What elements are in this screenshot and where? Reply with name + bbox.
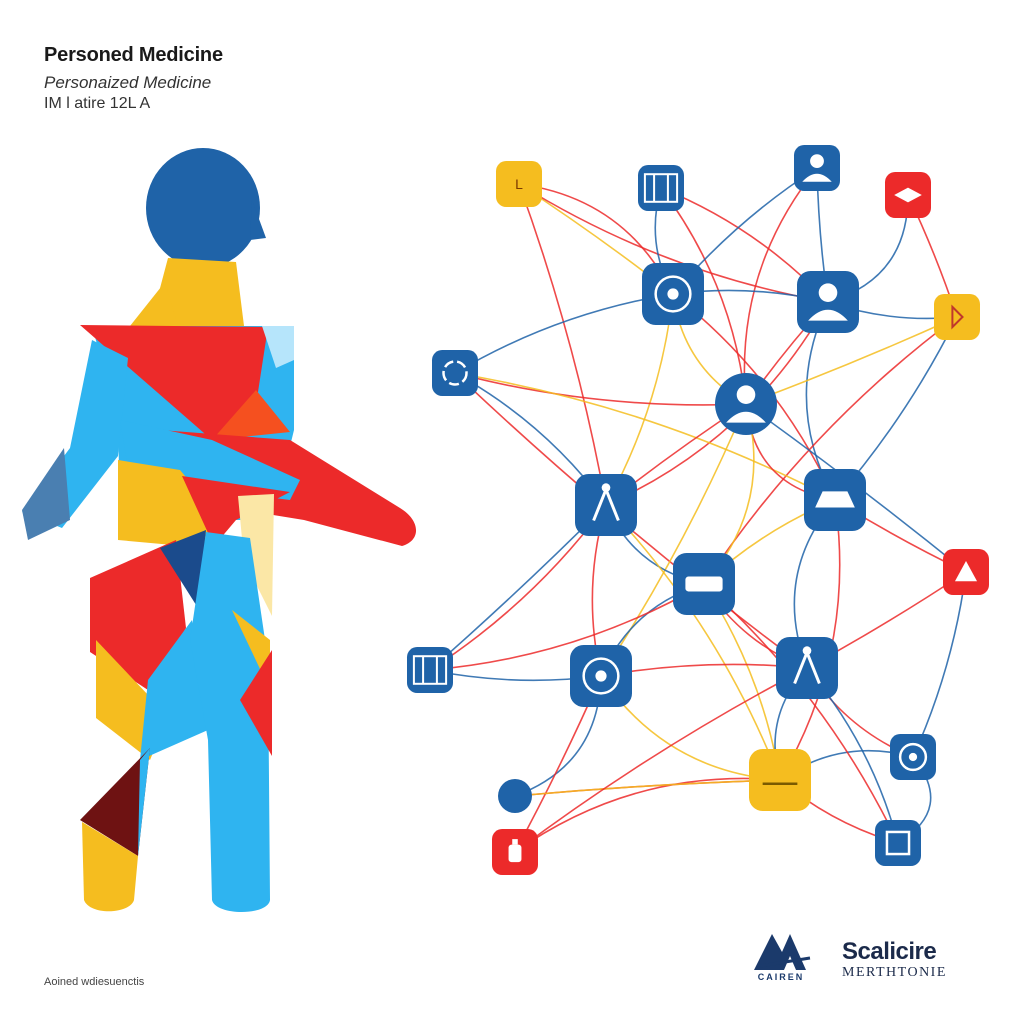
logo-mark-icon	[754, 934, 811, 970]
network-edge	[605, 504, 781, 781]
network-node-n3	[794, 145, 840, 191]
figure-hip-red	[182, 476, 290, 546]
figure-head	[146, 148, 260, 268]
network-node-shape	[749, 749, 811, 811]
figure-shoulder-yellow	[130, 282, 178, 326]
building-icon	[643, 173, 679, 203]
network-node-n9	[715, 373, 777, 435]
network-node-n6	[797, 271, 859, 333]
figure-nose	[250, 200, 266, 240]
network-node-shape	[432, 350, 478, 396]
network-node-shape	[575, 474, 637, 536]
hand-icon	[793, 646, 821, 685]
page-subtitle: Personaized Medicine	[44, 73, 212, 92]
network-node-n17	[749, 749, 811, 811]
network-node-n10	[575, 474, 637, 536]
figure-right-leg-red	[240, 650, 272, 756]
refresh-icon	[442, 360, 468, 386]
chip-icon	[885, 830, 911, 856]
figure-neck	[150, 258, 244, 326]
logo-scalicire-name: Scalicire	[842, 938, 937, 965]
figure-left-shin-dark	[80, 748, 150, 856]
network-node-n5	[642, 263, 704, 325]
network-node-shape	[875, 820, 921, 866]
network-edge	[514, 779, 781, 797]
network-node-n13	[673, 553, 735, 615]
network-edge	[518, 183, 829, 303]
network-node-n19	[498, 779, 532, 813]
figure-left-leg-red	[90, 540, 186, 690]
device-icon	[685, 576, 723, 592]
figure-icon	[592, 483, 620, 522]
network-node-shape	[776, 637, 838, 699]
human-figure	[22, 148, 417, 912]
network-node-shape	[496, 161, 542, 207]
network-node-n15	[570, 645, 632, 707]
network-edge	[605, 293, 674, 506]
network-node-n1: L	[496, 161, 542, 207]
network-nodes: L	[407, 145, 989, 875]
network-node-glyph: L	[515, 176, 523, 192]
figure-hip-yellow	[118, 460, 222, 548]
person-icon	[802, 154, 832, 182]
network-node-n21	[875, 820, 921, 866]
network-node-shape	[407, 647, 453, 693]
network-node-n14	[407, 647, 453, 693]
network-edge	[703, 583, 899, 844]
network-edge	[454, 372, 836, 501]
title-block: Personed Medicine Personaized Medicine I…	[44, 44, 223, 113]
logo-scalicire: Scalicire MERTHTONIE	[842, 938, 947, 981]
figure-left-foot-sky	[138, 748, 150, 856]
network-edge	[514, 667, 808, 853]
page-title: Personed Medicine	[44, 44, 223, 66]
network-node-n4	[885, 172, 931, 218]
footnote: Aoined wdiesuenctis	[44, 976, 145, 988]
logo-cairen: CAIREN	[748, 932, 814, 982]
network-edge	[514, 777, 781, 853]
letter-l-icon: L	[515, 176, 523, 192]
network-node-n12	[943, 549, 989, 595]
user-icon	[726, 385, 766, 423]
figure-left-leg-navy	[160, 530, 206, 608]
network-edge	[518, 183, 607, 506]
figure-chest-orange	[212, 390, 290, 440]
logo-cairen-text: CAIREN	[757, 972, 805, 982]
figure-left-shin-sky	[140, 620, 208, 760]
network-node-n18	[890, 734, 936, 780]
network-edge	[454, 293, 674, 374]
diamond-icon	[894, 187, 922, 203]
warning-icon	[954, 560, 978, 582]
globe-icon	[654, 275, 692, 313]
target-icon	[898, 742, 928, 772]
network-edge	[912, 571, 967, 758]
network-node-n20	[492, 829, 538, 875]
figure-left-hand	[22, 448, 70, 540]
check-icon	[582, 657, 620, 695]
network-edge	[514, 779, 781, 797]
figure-left-foot-yellow	[82, 822, 138, 912]
people-icon	[808, 283, 848, 321]
network-node-n7	[934, 294, 980, 340]
network-edge	[429, 583, 705, 671]
network-edge	[743, 167, 818, 405]
page-subtitle-secondary: IM l atire 12L A	[44, 95, 151, 112]
figure-hip-pale	[238, 494, 274, 616]
bottle-icon	[508, 839, 522, 863]
network-node-n16	[776, 637, 838, 699]
bank-icon	[412, 655, 448, 685]
network-node-n2	[638, 165, 684, 211]
network-edge	[600, 403, 747, 677]
car-icon	[815, 491, 855, 508]
figure-chest-red	[80, 325, 268, 440]
network-node-shape	[498, 779, 532, 813]
tag-icon	[951, 304, 964, 330]
network-node-shape	[638, 165, 684, 211]
network-node-shape	[934, 294, 980, 340]
network-node-n11	[804, 469, 866, 531]
figure-chest-light	[262, 326, 294, 368]
network-node-n8	[432, 350, 478, 396]
logo-scalicire-sub: MERTHTONIE	[842, 965, 947, 980]
network-edge	[454, 372, 747, 406]
